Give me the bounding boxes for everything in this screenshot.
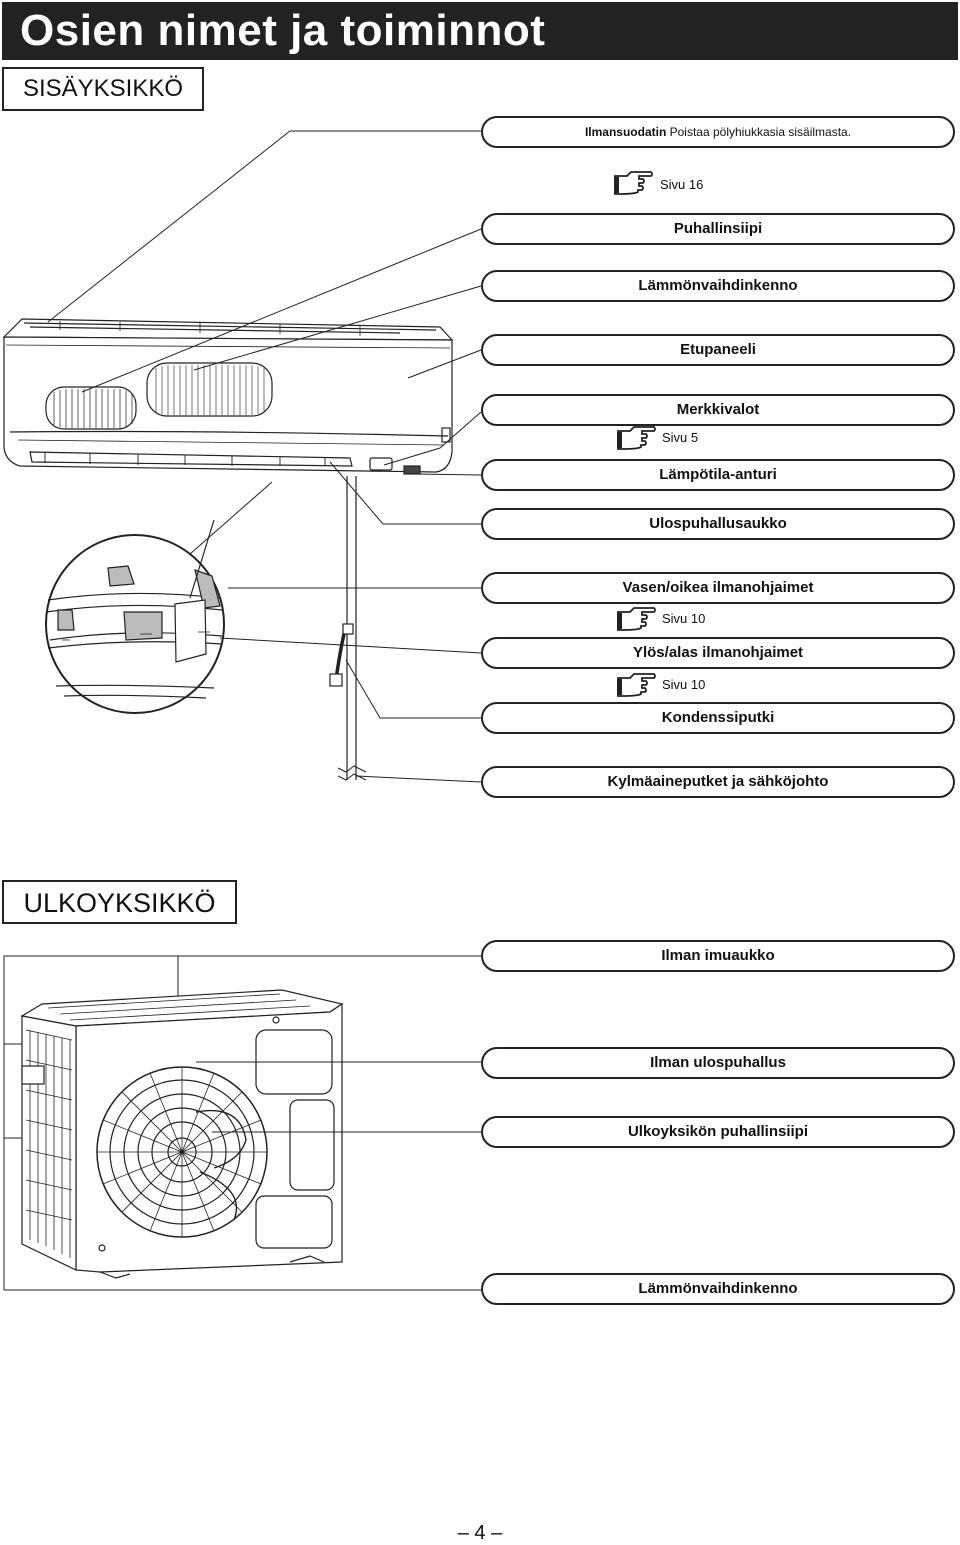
pointing-hand-icon [617,673,656,697]
page-reference: Sivu 10 [662,611,706,626]
pointing-hand-icon [617,426,656,450]
outdoor-leader-lines [3,955,481,1291]
label-air-intake: Ilman imuaukko [481,940,955,972]
label-outdoor-fan-blade: Ulkoyksikön puhallinsiipi [481,1116,955,1148]
label-vertical-louvers: Ylös/alas ilmanohjaimet [481,637,955,669]
pointing-hand-icon [617,607,656,631]
indoor-section-label: SISÄYKSIKKÖ [2,67,204,111]
page-reference: Sivu 5 [662,430,699,445]
page-number: – 4 – [457,1522,503,1544]
label-outdoor-heat-exchanger: Lämmönvaihdinkenno [481,1273,955,1305]
label-temperature-sensor: Lämpötila-anturi [481,459,955,491]
label-horizontal-louvers: Vasen/oikea ilmanohjaimet [481,572,955,604]
outdoor-section-label: ULKOYKSIKKÖ [2,880,237,924]
page-title: Osien nimet ja toiminnot [20,6,546,55]
page-reference: Sivu 16 [660,177,704,192]
label-heat-exchanger: Lämmönvaihdinkenno [481,270,955,302]
label-front-panel: Etupaneeli [481,334,955,366]
label-refrigerant-pipes: Kylmäaineputket ja sähköjohto [481,766,955,798]
label-indicator-lights: Merkkivalot [481,394,955,426]
pointing-hand-icon [614,171,653,195]
outdoor-unit-drawing [20,989,344,1279]
label-drain-hose: Kondenssiputki [481,702,955,734]
page-reference: Sivu 10 [662,677,706,692]
indoor-leader-lines [47,130,482,783]
label-air-outlet: Ulospuhallusaukko [481,508,955,540]
label-air-filter: Ilmansuodatin Poistaa pölyhiukkasia sisä… [481,116,955,148]
page-header: Osien nimet ja toiminnot [2,2,958,60]
label-air-outlet-outdoor: Ilman ulospuhallus [481,1047,955,1079]
louver-detail-zoom [45,519,225,714]
indoor-unit-drawing [2,318,454,781]
label-fan-blade: Puhallinsiipi [481,213,955,245]
